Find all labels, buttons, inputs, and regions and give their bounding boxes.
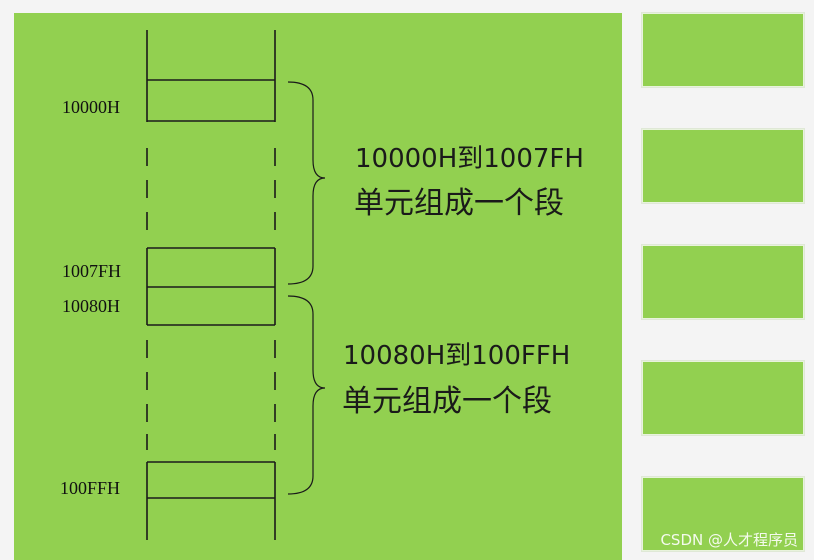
address-label-10080H: 10080H: [62, 296, 120, 316]
segment2-range-text: 10080H到100FFH: [343, 341, 570, 371]
segment2-desc-text: 单元组成一个段: [342, 384, 552, 419]
segment1-range-text: 10000H到1007FH: [355, 144, 584, 174]
segment1-desc-text: 单元组成一个段: [354, 186, 564, 221]
side-box-5: [642, 477, 804, 551]
diagram-panel: [14, 13, 622, 560]
segment-braces: [287, 81, 326, 495]
side-box-2: [642, 129, 804, 203]
watermark-text: CSDN @人才程序员: [660, 531, 798, 549]
side-box-4: [642, 361, 804, 435]
side-box-1: [642, 13, 804, 87]
side-box-3: [642, 245, 804, 319]
address-label-100FFH: 100FFH: [60, 478, 120, 498]
address-label-10000H: 10000H: [62, 97, 120, 117]
address-label-1007FH: 1007FH: [62, 261, 121, 281]
memory-column: [146, 30, 276, 540]
segment1-brace: [287, 81, 326, 285]
segment2-brace: [287, 295, 326, 495]
